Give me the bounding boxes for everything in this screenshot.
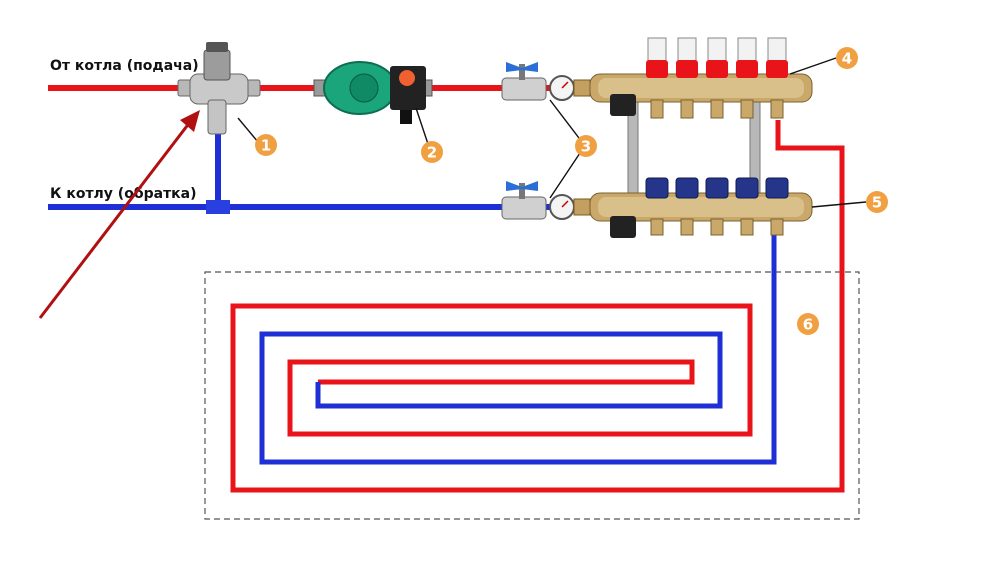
leader-lines — [237, 57, 867, 208]
callout-badge-5: 5 — [866, 191, 888, 213]
bypass-tee — [206, 200, 230, 214]
ball-valve-with-gauge-icon — [501, 62, 591, 101]
callout-badge-3: 3 — [575, 135, 597, 157]
callout-badge-2: 2 — [421, 141, 443, 163]
supply-manifold-with-flowmeters-icon — [589, 37, 813, 119]
svg-text:1: 1 — [261, 137, 271, 155]
floor-zone-border — [204, 271, 860, 520]
svg-text:3: 3 — [581, 138, 591, 156]
svg-text:5: 5 — [872, 194, 882, 212]
circulation-pump-icon — [313, 61, 433, 124]
return-label: К котлу (обратка) — [50, 186, 197, 202]
pointer-arrow — [38, 110, 200, 319]
floor-loop-return-pipe — [259, 222, 777, 465]
floor-loop-supply-pipe — [230, 120, 845, 493]
ball-valve-with-gauge-icon — [501, 181, 591, 220]
svg-text:4: 4 — [842, 50, 852, 68]
callout-badge-6: 6 — [797, 313, 819, 335]
svg-text:2: 2 — [427, 144, 437, 162]
supply-label: От котла (подача) — [50, 58, 199, 74]
return-manifold-with-actuator-caps-icon — [589, 177, 813, 238]
callout-badge-1: 1 — [255, 134, 277, 156]
svg-text:6: 6 — [803, 316, 813, 334]
callout-badge-4: 4 — [836, 47, 858, 69]
thermostatic-mixing-valve-icon — [177, 42, 261, 135]
